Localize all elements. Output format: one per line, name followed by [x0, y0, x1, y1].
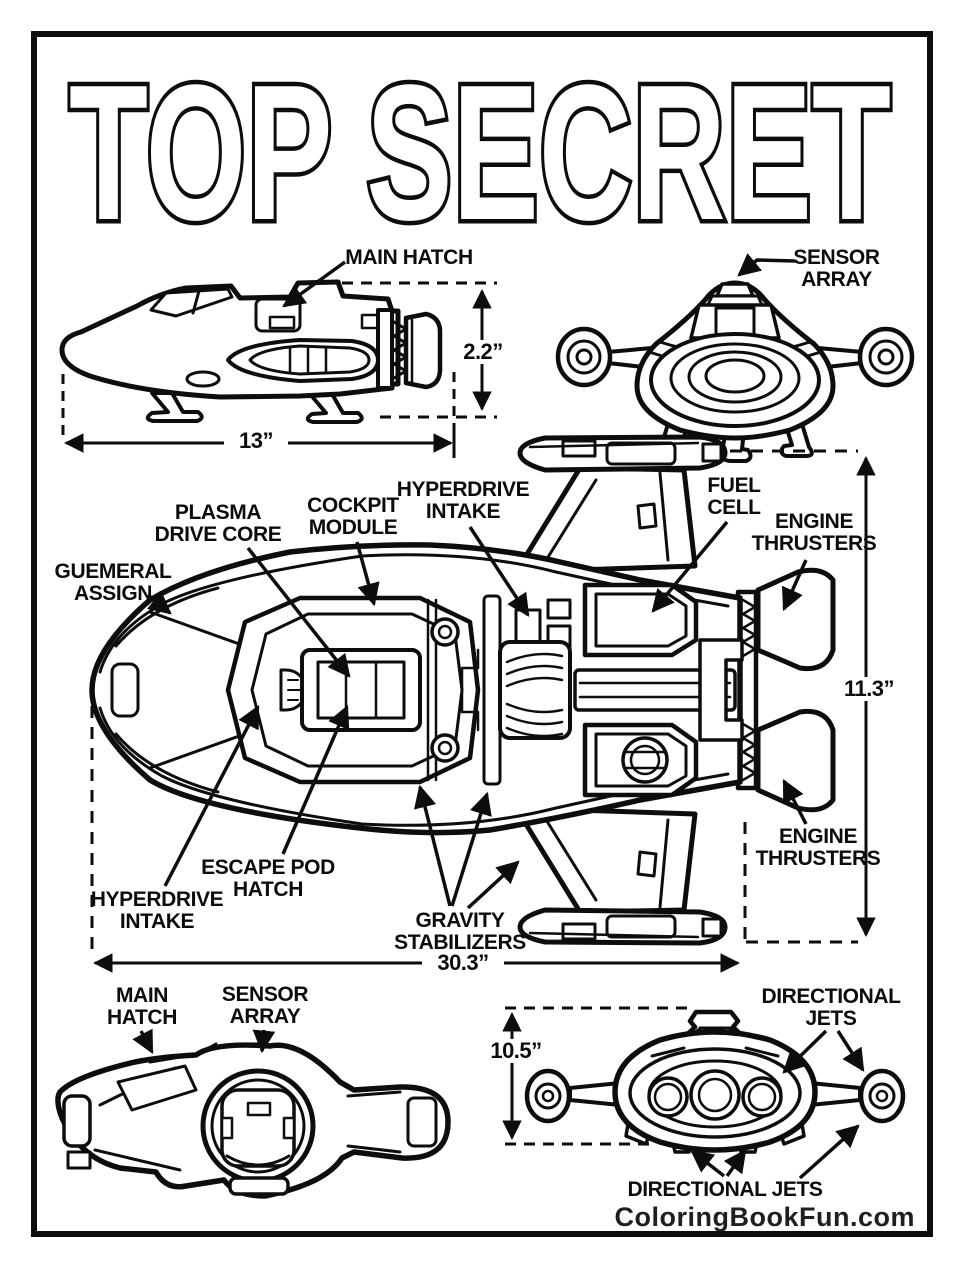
dimension-top-length: 30.3”: [422, 951, 504, 975]
label-main-hatch-side: MAIN HATCH: [345, 246, 473, 269]
dimension-rear-height: 10.5”: [476, 1039, 556, 1063]
label-fuel-cell: FUEL CELL: [707, 474, 761, 519]
label-sensor-array-bottom: SENSOR ARRAY: [221, 983, 309, 1028]
leader-sensor-array-bottom: [252, 1029, 276, 1054]
label-directional-jets-top: DIRECTIONAL JETS: [761, 985, 901, 1030]
top-view-ship-drawing: [89, 434, 836, 946]
rear-quarter-view-ship-drawing: [55, 1042, 451, 1199]
label-escape-pod-hatch: ESCAPE POD HATCH: [201, 856, 335, 901]
rear-view-leaders: [690, 1029, 865, 1180]
label-plasma-drive-core: PLASMA DRIVE CORE: [154, 501, 282, 546]
rear-view-ship-drawing: [524, 1009, 906, 1154]
label-sensor-array-front: SENSOR ARRAY: [793, 246, 880, 291]
dimension-side-height: 2.2”: [449, 340, 517, 364]
leader-main-hatch-side: [282, 260, 347, 308]
label-hyperdrive-intake-top: HYPERDRIVE INTAKE: [396, 478, 530, 523]
top-view-leaders: [146, 520, 808, 910]
label-engine-thrusters-bottom: ENGINE THRUSTERS: [755, 825, 881, 870]
rear-view-dimensions: [502, 1006, 688, 1146]
leader-main-hatch-bottom: [132, 1028, 154, 1055]
label-cockpit-module: COCKPIT MODULE: [307, 494, 399, 539]
label-gravity-stabilizers: GRAVITY STABILIZERS: [394, 909, 526, 954]
page-border: [31, 31, 933, 1237]
label-directional-jets-bottom: DIRECTIONAL JETS: [627, 1178, 823, 1201]
leader-sensor-array-front: [737, 253, 796, 277]
dimension-side-length: 13”: [224, 429, 288, 453]
label-hyperdrive-intake-left: HYPERDRIVE INTAKE: [90, 888, 224, 933]
side-view-ship-drawing: [59, 279, 443, 424]
label-guemeral-assign: GUEMERAL ASSIGN: [54, 560, 172, 605]
front-view-ship-drawing: [555, 280, 915, 463]
label-engine-thrusters-top: ENGINE THRUSTERS: [751, 510, 877, 555]
watermark: ColoringBookFun.com: [614, 1202, 915, 1232]
page-title: TOP SECRET: [69, 44, 891, 260]
label-main-hatch-bottom: MAIN HATCH: [107, 984, 177, 1029]
dimension-top-height: 11.3”: [830, 677, 908, 701]
